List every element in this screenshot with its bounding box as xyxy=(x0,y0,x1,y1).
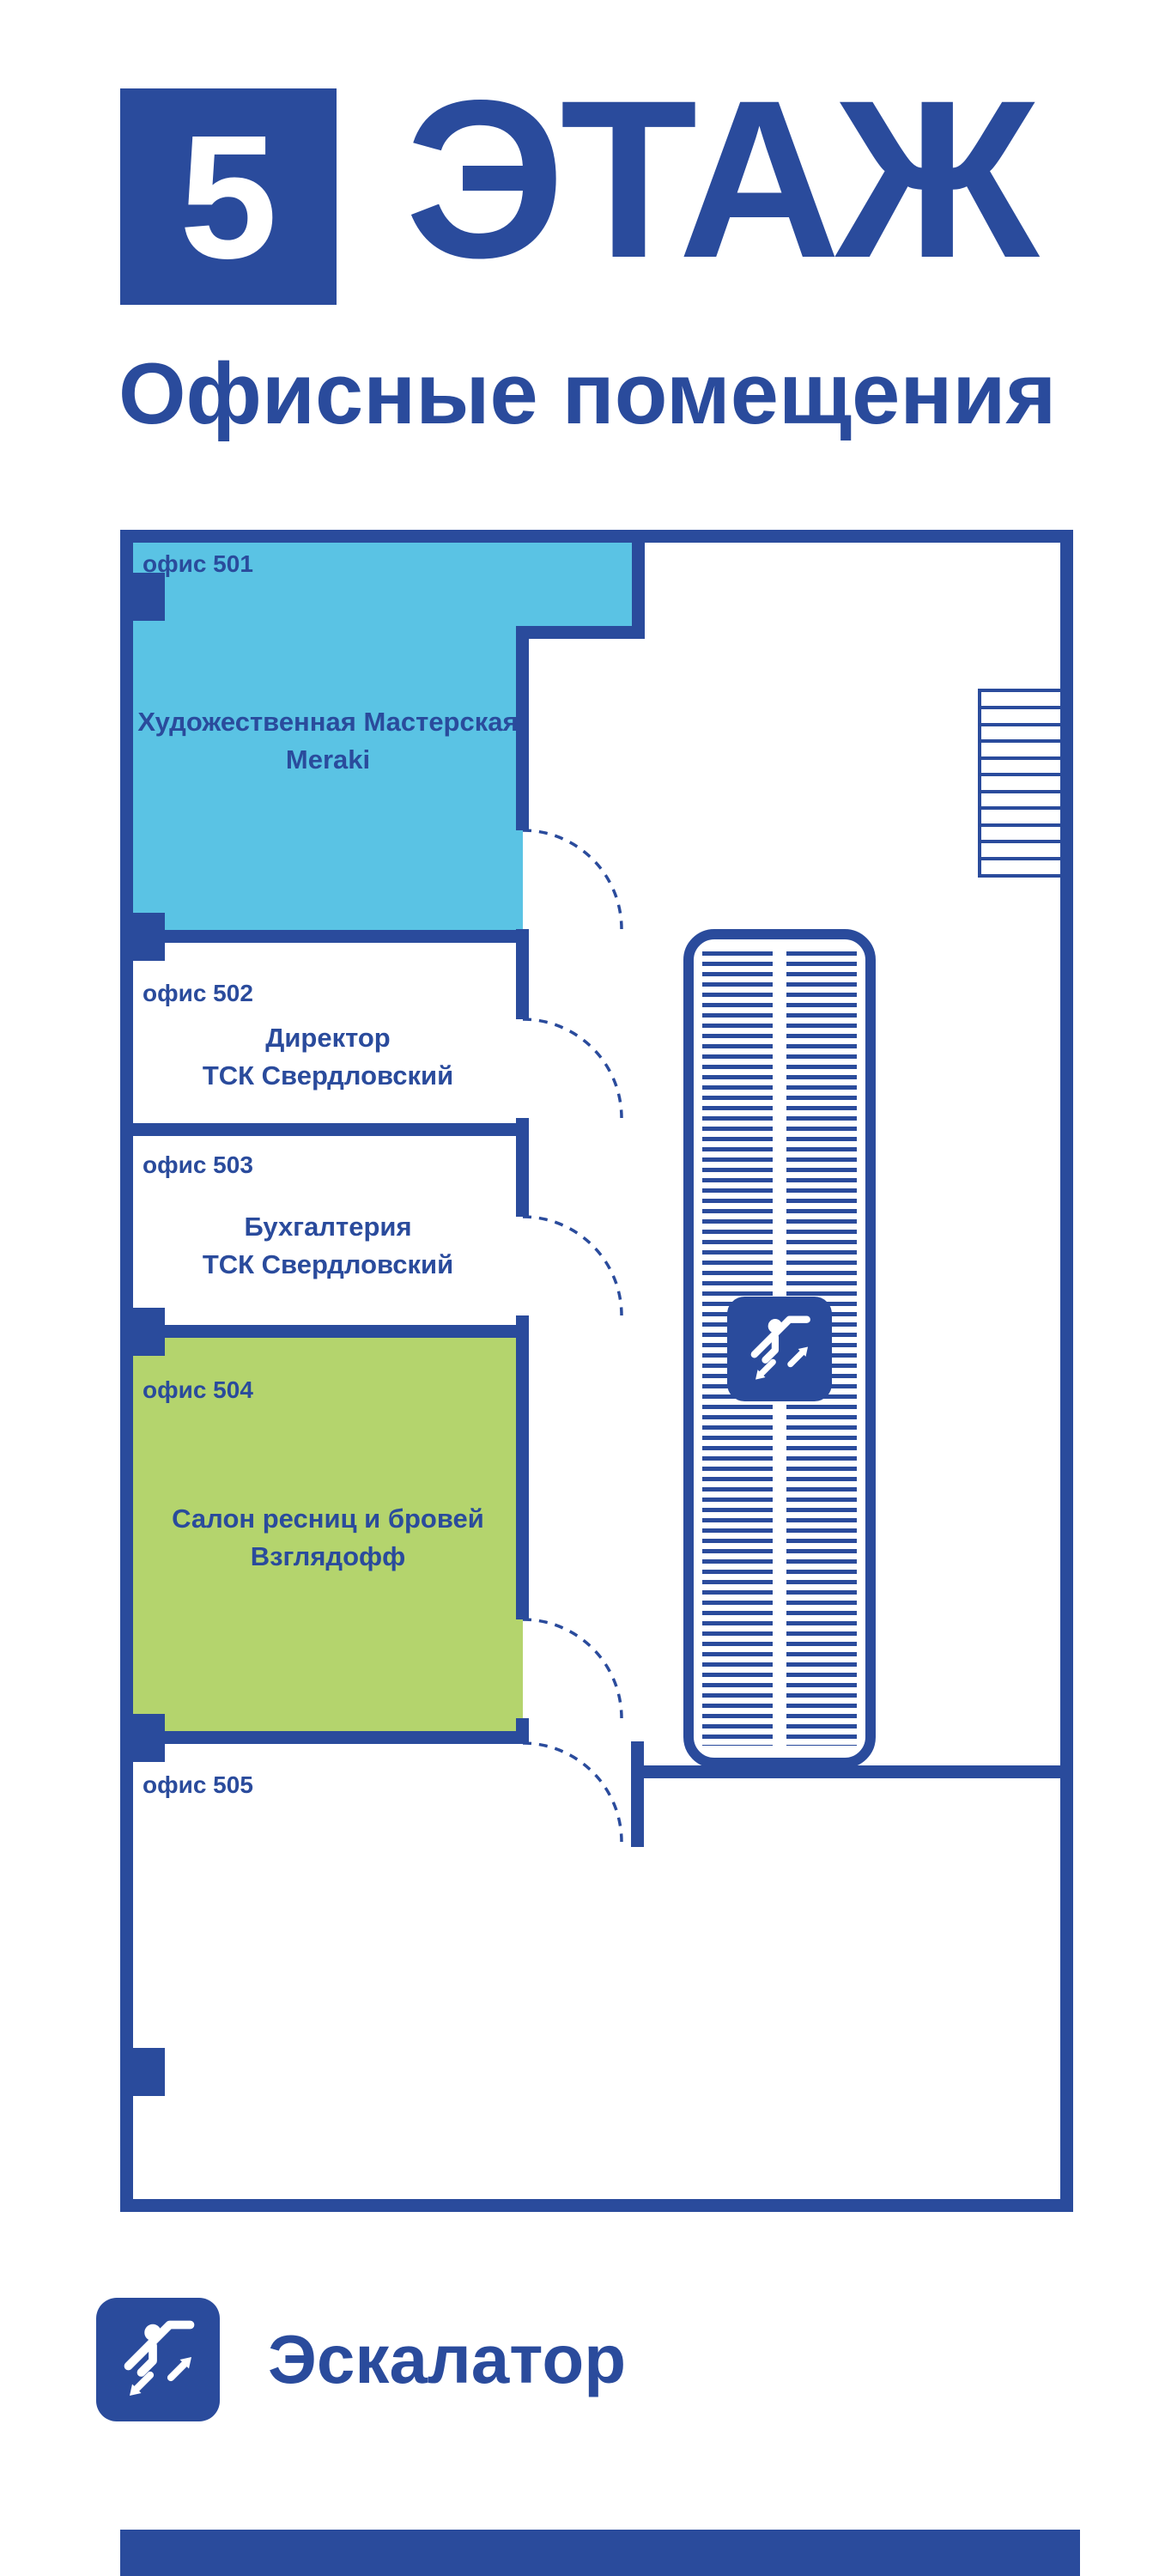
room-name-line: Бухгалтерия xyxy=(244,1212,412,1242)
bottom-bar xyxy=(120,2530,1080,2576)
door-arcs xyxy=(522,829,623,1843)
floor-plan: офис 501 Художественная Мастерская Merak… xyxy=(120,530,1073,2212)
wall-tabs xyxy=(127,573,165,2096)
plan-walls-svg xyxy=(120,530,1073,2212)
floor-title: ЭТАЖ xyxy=(405,53,1039,305)
room-label-504: офис 504 xyxy=(143,1376,253,1403)
legend: Эскалатор xyxy=(96,2298,626,2421)
room-name-line: Взглядофф xyxy=(250,1541,406,1571)
door-arc xyxy=(522,829,623,930)
room-504-region xyxy=(133,1332,523,1738)
legend-label: Эскалатор xyxy=(268,2321,627,2397)
inner-walls xyxy=(133,543,1067,1847)
escalator-icon xyxy=(727,1296,832,1401)
outer-wall xyxy=(120,530,1073,2212)
door-arc xyxy=(522,1215,623,1316)
room-name-line: ТСК Свердловский xyxy=(202,1060,454,1091)
room-name-line: Художественная Мастерская xyxy=(137,707,519,737)
room-label-503: офис 503 xyxy=(143,1151,253,1178)
floor-subtitle: Офисные помещения xyxy=(118,346,1057,442)
room-label-502: офис 502 xyxy=(143,980,253,1006)
room-name-line: Meraki xyxy=(285,744,371,775)
escalator-icon xyxy=(96,2298,220,2421)
room-name-501: Художественная Мастерская Meraki xyxy=(133,703,523,779)
floor-number: 5 xyxy=(179,98,277,295)
room-name-line: Салон ресниц и бровей xyxy=(172,1504,484,1534)
door-arc xyxy=(522,1741,623,1843)
door-arc xyxy=(522,1618,623,1719)
room-name-line: ТСК Свердловский xyxy=(202,1249,454,1279)
door-arc xyxy=(522,1018,623,1119)
room-name-502: Директор ТСК Свердловский xyxy=(133,1019,523,1095)
room-label-501: офис 501 xyxy=(143,550,253,577)
stairs-icon xyxy=(978,689,1067,878)
room-name-503: Бухгалтерия ТСК Свердловский xyxy=(133,1208,523,1284)
room-label-505: офис 505 xyxy=(143,1771,253,1798)
escalator-shaft xyxy=(683,929,876,1768)
room-name-504: Салон ресниц и бровей Взглядофф xyxy=(133,1500,523,1576)
floor-number-badge: 5 xyxy=(120,88,337,305)
room-name-line: Директор xyxy=(265,1023,391,1053)
